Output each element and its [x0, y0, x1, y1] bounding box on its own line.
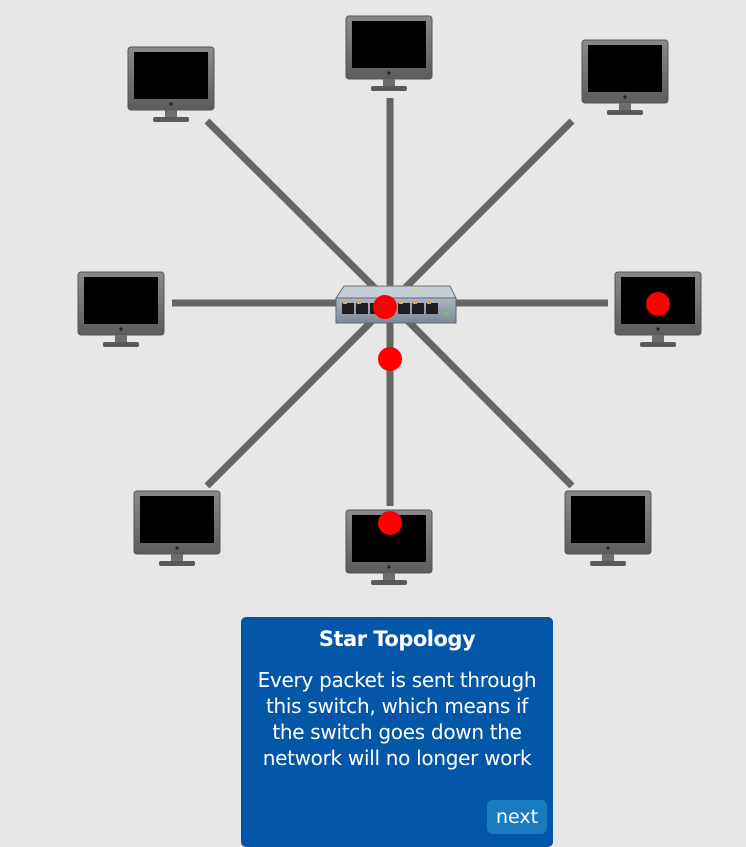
cable-top-left	[204, 118, 393, 306]
monitor-icon	[345, 15, 433, 92]
panel-title: Star Topology	[318, 627, 476, 651]
monitor-icon	[133, 490, 221, 567]
next-button[interactable]: next	[487, 800, 547, 834]
monitor-icon	[127, 46, 215, 123]
packet-dot	[378, 511, 402, 535]
monitor-icon	[564, 490, 652, 567]
cable-bottom-left	[204, 300, 393, 489]
cables	[172, 98, 608, 506]
panel-body-line: Every packet is sent through	[257, 668, 537, 692]
cable-top-right	[387, 118, 575, 306]
monitor-icon	[581, 39, 669, 116]
packet-dot	[378, 347, 402, 371]
info-panel: Star Topology Every packet is sent throu…	[241, 617, 553, 847]
packets	[373, 292, 670, 535]
packet-dot	[373, 295, 397, 319]
panel-body-line: this switch, which means if	[265, 694, 529, 718]
cable-bottom-right	[387, 300, 575, 489]
panel-body-line: network will no longer work	[262, 746, 532, 770]
panel-body-line: the switch goes down the	[272, 720, 522, 744]
monitor-icon	[77, 271, 165, 348]
packet-dot	[646, 292, 670, 316]
switch-icon	[335, 285, 457, 324]
panel-body: Every packet is sent through this switch…	[251, 667, 543, 771]
